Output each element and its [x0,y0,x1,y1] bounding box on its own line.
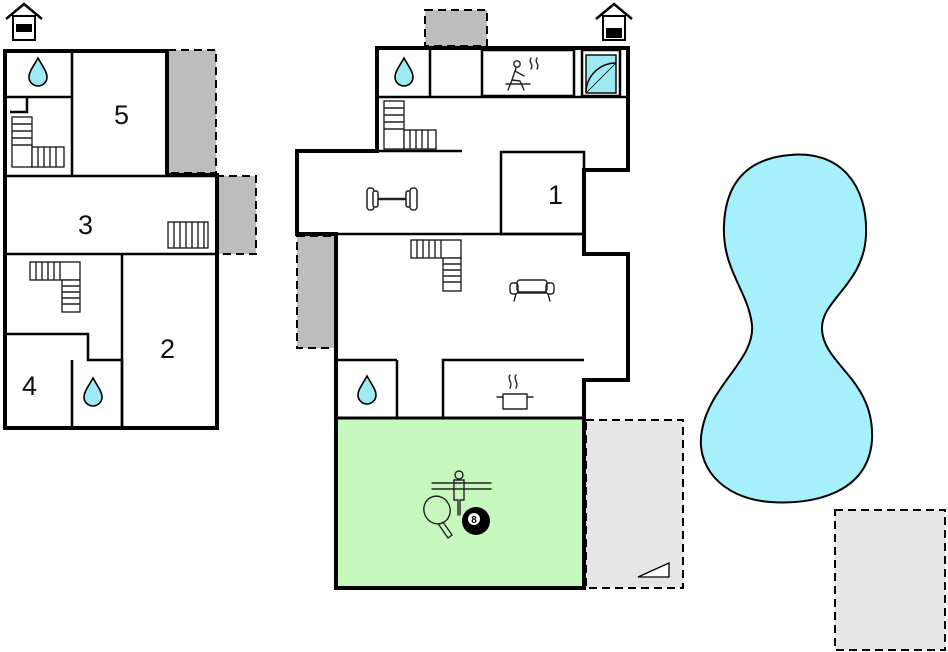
house-entrance-icon [595,2,633,41]
staircase-icon [167,221,209,249]
annex-side [215,175,257,255]
room-number-1: 1 [548,180,563,210]
main-building-outer-wall [295,46,630,590]
terrace-right [585,419,684,589]
terrace-bottom-right [834,509,946,651]
annex-left [296,235,336,349]
staircase-icon [410,239,462,292]
shower-icon [585,54,617,94]
room-number-5: 5 [114,100,129,130]
dumbbell-icon [366,187,418,211]
annex-top [424,9,488,47]
staircase-icon [10,97,65,168]
cooking-pot-icon [496,374,534,410]
water-drop-icon [28,56,48,87]
table-football-icon [431,470,492,516]
main-building: 8 1 [295,9,684,590]
triangle-marker [637,561,670,578]
sofa-icon [509,279,555,302]
ping-pong-paddle-icon [423,495,453,539]
left-building: 5 3 2 4 [3,49,257,430]
water-drop-icon [394,56,414,87]
water-drop-icon [83,376,103,407]
room-number-4: 4 [22,371,37,401]
staircase-icon [383,100,437,150]
sauna-icon [505,57,539,91]
svg-text:8: 8 [471,515,477,526]
main-interior-walls [336,48,628,420]
staircase-icon [29,261,81,313]
house-entrance-icon [5,2,43,41]
room-number-2: 2 [160,334,175,364]
swimming-pool-icon [699,153,874,504]
annex-top-right [167,49,217,174]
water-drop-icon [357,374,377,405]
left-interior-walls [5,51,217,428]
billiard-ball-icon: 8 [462,507,490,535]
room-number-3: 3 [78,210,93,240]
